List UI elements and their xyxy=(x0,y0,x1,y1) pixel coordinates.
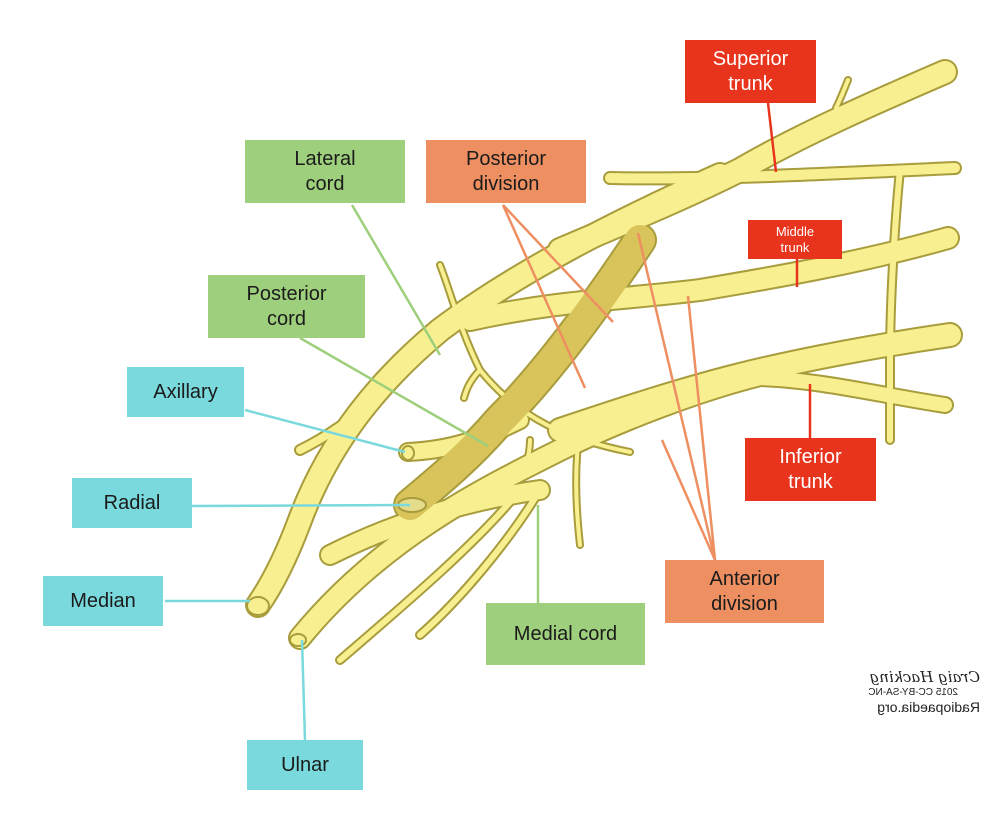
leader-anterior-division-a xyxy=(636,232,717,561)
label-inferior-trunk: Inferior trunk xyxy=(745,438,876,501)
median-nerve-end xyxy=(246,596,270,616)
leader-anterior-division-c xyxy=(660,439,717,561)
leader-axillary xyxy=(244,408,406,454)
label-axillary: Axillary xyxy=(127,367,244,417)
leader-lateral-cord xyxy=(350,204,442,356)
label-ulnar: Ulnar xyxy=(247,740,363,790)
label-medial-cord: Medial cord xyxy=(486,603,645,665)
ulnar-nerve-end xyxy=(289,633,307,647)
leader-posterior-division-a xyxy=(502,204,614,323)
leader-superior-trunk xyxy=(766,102,778,173)
leader-posterior-cord xyxy=(299,336,489,448)
leader-anterior-division-b xyxy=(686,295,717,561)
credit-license: 2015 CC-BY-SA-NC xyxy=(868,687,958,698)
label-anterior-division: Anterior division xyxy=(665,560,824,623)
leader-ulnar xyxy=(300,639,307,741)
credit-site: Radiopaedia.org xyxy=(877,699,980,715)
label-middle-trunk: Middle trunk xyxy=(748,220,842,259)
credit-watermark: Craig Hacking 2015 CC-BY-SA-NC Radiopaed… xyxy=(848,668,980,716)
leader-radial xyxy=(191,503,411,508)
label-posterior-division: Posterior division xyxy=(426,140,586,203)
axillary-nerve-end xyxy=(401,445,415,461)
label-posterior-cord: Posterior cord xyxy=(208,275,365,338)
label-median: Median xyxy=(43,576,163,626)
credit-author: Craig Hacking xyxy=(869,668,980,686)
label-radial: Radial xyxy=(72,478,192,528)
label-superior-trunk: Superior trunk xyxy=(685,40,816,103)
leader-lines xyxy=(165,102,812,741)
label-lateral-cord: Lateral cord xyxy=(245,140,405,203)
leader-posterior-division-b xyxy=(501,204,587,389)
